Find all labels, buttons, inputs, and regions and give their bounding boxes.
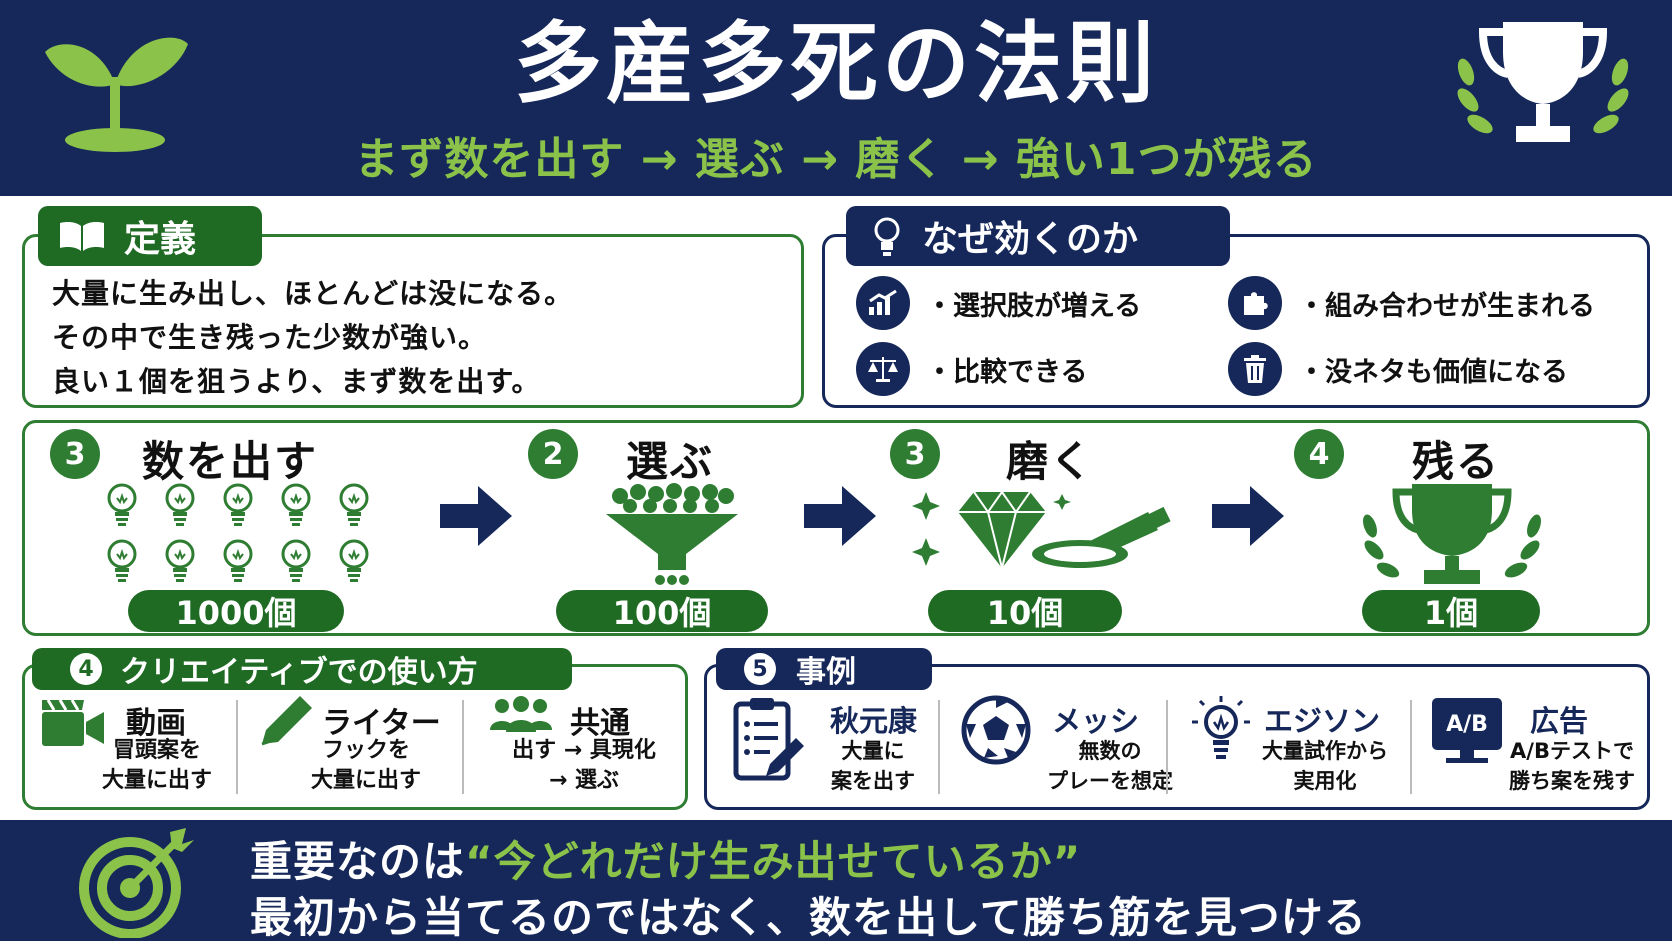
definition-line-2: その中で生き残った少数が強い。 bbox=[52, 321, 488, 354]
sprout-icon bbox=[45, 37, 188, 152]
divider bbox=[938, 700, 940, 794]
divider bbox=[1166, 700, 1168, 794]
footer-prefix: 重要なのは bbox=[250, 837, 466, 886]
lightbulb-icon bbox=[874, 217, 900, 256]
clipboard-pen-icon bbox=[733, 698, 804, 781]
creative-header: クリエイティブでの使い方 bbox=[32, 648, 572, 690]
divider bbox=[1410, 700, 1412, 794]
step-1-number: 3 bbox=[50, 424, 100, 484]
arrow-right-icon bbox=[440, 486, 512, 546]
divider bbox=[462, 700, 464, 794]
step-3-label: 磨く bbox=[1006, 437, 1095, 486]
definition-title: 定義 bbox=[124, 219, 197, 260]
why-item-label: ・組み合わせが生まれる bbox=[1298, 290, 1595, 322]
step-2-count: 100個 bbox=[556, 590, 768, 632]
step-1-count: 1000個 bbox=[128, 590, 344, 632]
puzzle-icon bbox=[1228, 276, 1282, 330]
why-item-compare: ・比較できる bbox=[856, 342, 1087, 396]
example-4-text: A/Bテストで勝ち案を残す bbox=[1509, 739, 1635, 793]
divider bbox=[236, 700, 238, 794]
step-2-number: 2 bbox=[528, 424, 578, 484]
pencil-icon bbox=[261, 696, 312, 746]
monitor-stand bbox=[1460, 750, 1474, 758]
step-3-count: 10個 bbox=[928, 590, 1122, 632]
diamond-polisher-icon bbox=[912, 490, 1171, 569]
example-3-title: エジソン bbox=[1264, 704, 1381, 738]
why-item-rejected-ideas: ・没ネタも価値になる bbox=[1228, 342, 1568, 396]
example-2-text: 無数のプレーを想定 bbox=[1047, 739, 1173, 793]
example-4-title: 広告 bbox=[1530, 704, 1589, 738]
creative-number: 4 bbox=[70, 653, 102, 685]
definition-line-1: 大量に生み出し、ほとんどは没になる。 bbox=[52, 277, 574, 310]
creative-col-3-text: 出す → 具現化→ 選ぶ bbox=[512, 738, 656, 793]
step-1-label: 数を出す bbox=[142, 437, 319, 486]
why-header: なぜ効くのか bbox=[846, 206, 1230, 266]
arrow-right-icon bbox=[804, 486, 876, 546]
footer-banner bbox=[0, 820, 1672, 941]
video-camera-icon bbox=[42, 699, 104, 746]
example-1-text: 大量に案を出す bbox=[831, 739, 915, 793]
funnel-icon bbox=[606, 483, 738, 585]
step-3-number: 3 bbox=[890, 424, 940, 484]
page-title: 多産多死の法則 bbox=[513, 12, 1158, 115]
footer-highlight: “今どれだけ生み出せているか” bbox=[465, 837, 1082, 886]
why-item-options: ・選択肢が増える bbox=[856, 276, 1141, 330]
soccer-ball-icon bbox=[961, 695, 1031, 765]
step-4-count: 1個 bbox=[1362, 590, 1540, 632]
page-subtitle: まず数を出す → 選ぶ → 磨く → 強い1つが残る bbox=[354, 134, 1318, 185]
monitor-base bbox=[1446, 758, 1488, 763]
creative-col-1-title: 動画 bbox=[126, 706, 186, 741]
ab-monitor-icon: A/B bbox=[1432, 698, 1502, 750]
definition-panel bbox=[22, 234, 804, 408]
lightbulbs-icon bbox=[107, 483, 369, 584]
step-4-number: 4 bbox=[1294, 424, 1344, 484]
creative-col-1-text: 冒頭案を大量に出す bbox=[101, 738, 212, 793]
definition-line-3: 良い１個を狙うより、まず数を出す。 bbox=[52, 365, 541, 398]
step-2-label: 選ぶ bbox=[626, 437, 715, 486]
creative-col-3-title: 共通 bbox=[570, 706, 630, 741]
why-title: なぜ効くのか bbox=[922, 219, 1139, 260]
example-3-text: 大量試作から実用化 bbox=[1262, 739, 1388, 793]
team-icon bbox=[490, 696, 552, 732]
growth-chart-icon bbox=[856, 276, 910, 330]
why-item-label: ・没ネタも価値になる bbox=[1298, 356, 1568, 388]
examples-number: 5 bbox=[744, 653, 776, 685]
footer-line-1: 重要なのは“今どれだけ生み出せているか” bbox=[250, 828, 1081, 889]
why-item-label: ・比較できる bbox=[926, 356, 1088, 388]
trophy-icon bbox=[1363, 484, 1541, 584]
trash-icon bbox=[1228, 342, 1282, 396]
why-item-label: ・選択肢が増える bbox=[926, 290, 1142, 322]
why-item-combinations: ・組み合わせが生まれる bbox=[1228, 276, 1595, 330]
creative-title: クリエイティブでの使い方 bbox=[120, 655, 478, 690]
lightbulb-icon bbox=[1192, 696, 1250, 759]
creative-col-2-title: ライター bbox=[322, 706, 441, 741]
scales-icon bbox=[856, 342, 910, 396]
example-2-title: メッシ bbox=[1052, 704, 1140, 738]
book-icon bbox=[60, 222, 104, 251]
creative-col-2-text: フックを大量に出す bbox=[310, 738, 421, 793]
examples-title: 事例 bbox=[796, 655, 856, 690]
arrow-right-icon bbox=[1212, 486, 1284, 546]
ab-badge: A/B bbox=[1446, 711, 1488, 737]
footer-line-2: 最初から当てるのではなく、数を出して勝ち筋を見つける bbox=[250, 893, 1367, 941]
step-4-label: 残る bbox=[1412, 437, 1501, 486]
target-arrow-icon bbox=[79, 828, 194, 938]
example-1-title: 秋元康 bbox=[830, 704, 918, 738]
header-banner bbox=[0, 0, 1672, 196]
trophy-laurel-icon bbox=[1457, 22, 1629, 142]
definition-header: 定義 bbox=[38, 206, 262, 266]
